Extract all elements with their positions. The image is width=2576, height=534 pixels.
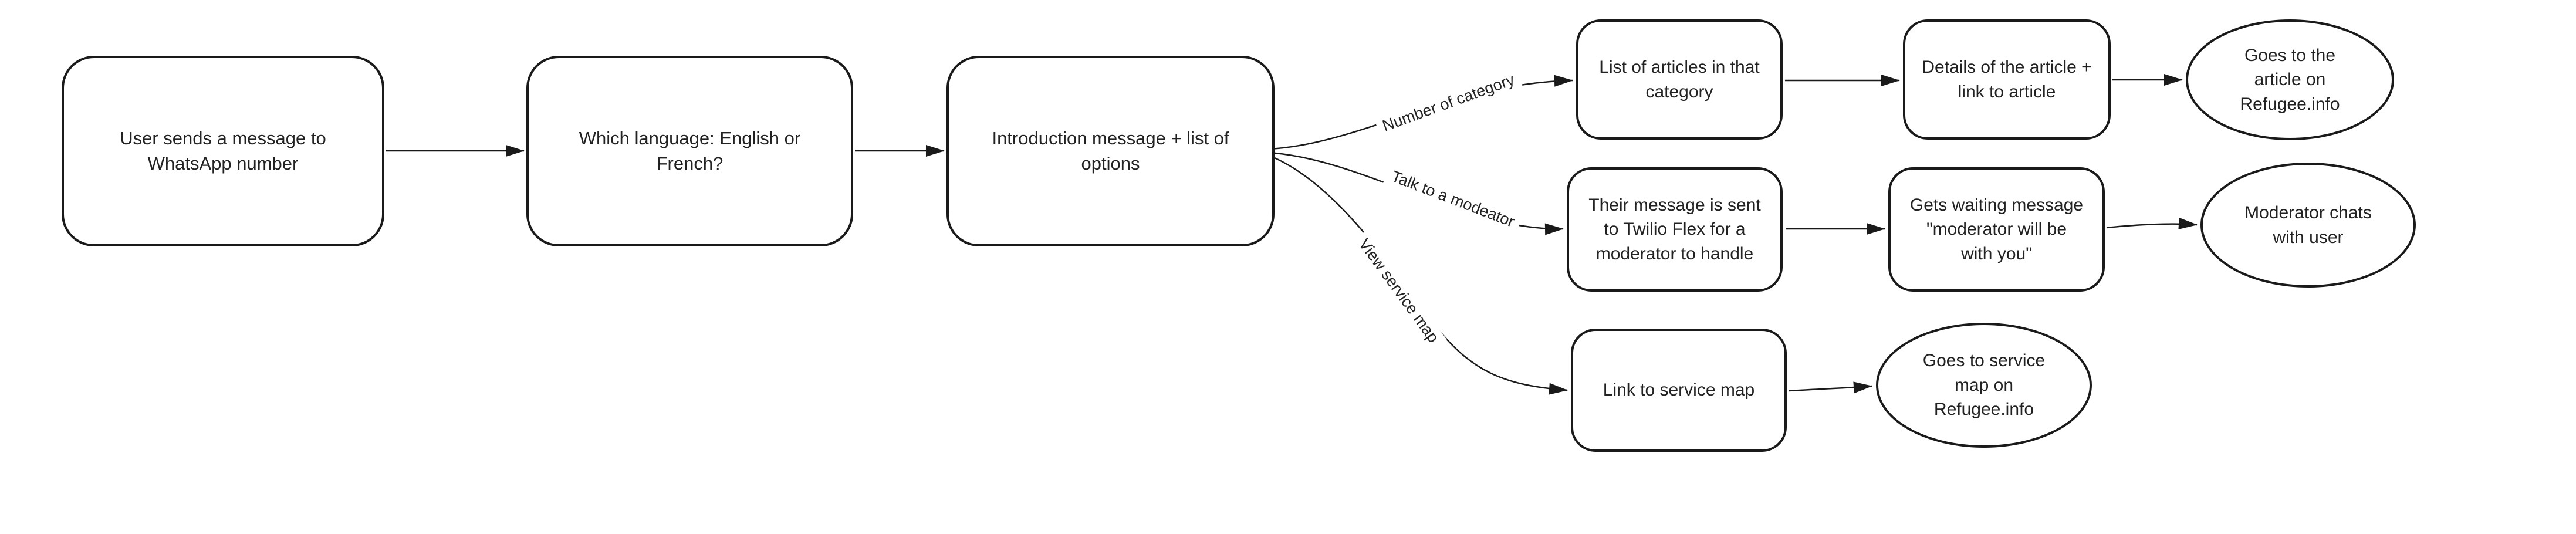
node-moderator-chats[interactable]: Moderator chats with user (2200, 163, 2416, 288)
node-link-to-service-map-label: Link to service map (1603, 380, 1755, 400)
node-language-question-label: Which language: English or French? (579, 127, 801, 174)
edge-waiting-to-moderator-chats (2106, 217, 2198, 229)
node-goes-to-article-label: Goes to the article on Refugee.info (2240, 45, 2340, 114)
node-list-of-articles-label: List of articles in that category (1599, 58, 1760, 102)
node-intro-options-label: Introduction message + list of options (992, 127, 1229, 174)
node-goes-to-service-map[interactable]: Goes to service map on Refugee.info (1876, 323, 2092, 448)
node-article-details[interactable]: Details of the article + link to article (1903, 19, 2111, 140)
edge-link-to-goes-map (1788, 381, 1872, 394)
node-link-to-service-map[interactable]: Link to service map (1571, 329, 1787, 452)
node-list-of-articles[interactable]: List of articles in that category (1576, 19, 1783, 140)
node-waiting-message[interactable]: Gets waiting message "moderator will be … (1888, 167, 2105, 292)
node-user-message[interactable]: User sends a message to WhatsApp number (62, 56, 384, 246)
node-article-details-label: Details of the article + link to article (1922, 58, 2092, 102)
node-waiting-message-label: Gets waiting message "moderator will be … (1909, 195, 2084, 263)
node-message-to-flex[interactable]: Their message is sent to Twilio Flex for… (1567, 167, 1783, 292)
node-goes-to-article[interactable]: Goes to the article on Refugee.info (2186, 19, 2394, 140)
node-message-to-flex-label: Their message is sent to Twilio Flex for… (1588, 195, 1761, 263)
node-user-message-label: User sends a message to WhatsApp number (120, 127, 326, 174)
node-language-question[interactable]: Which language: English or French? (526, 56, 853, 246)
node-intro-options[interactable]: Introduction message + list of options (946, 56, 1275, 246)
node-moderator-chats-label: Moderator chats with user (2244, 203, 2372, 247)
node-goes-to-service-map-label: Goes to service map on Refugee.info (1922, 351, 2046, 420)
